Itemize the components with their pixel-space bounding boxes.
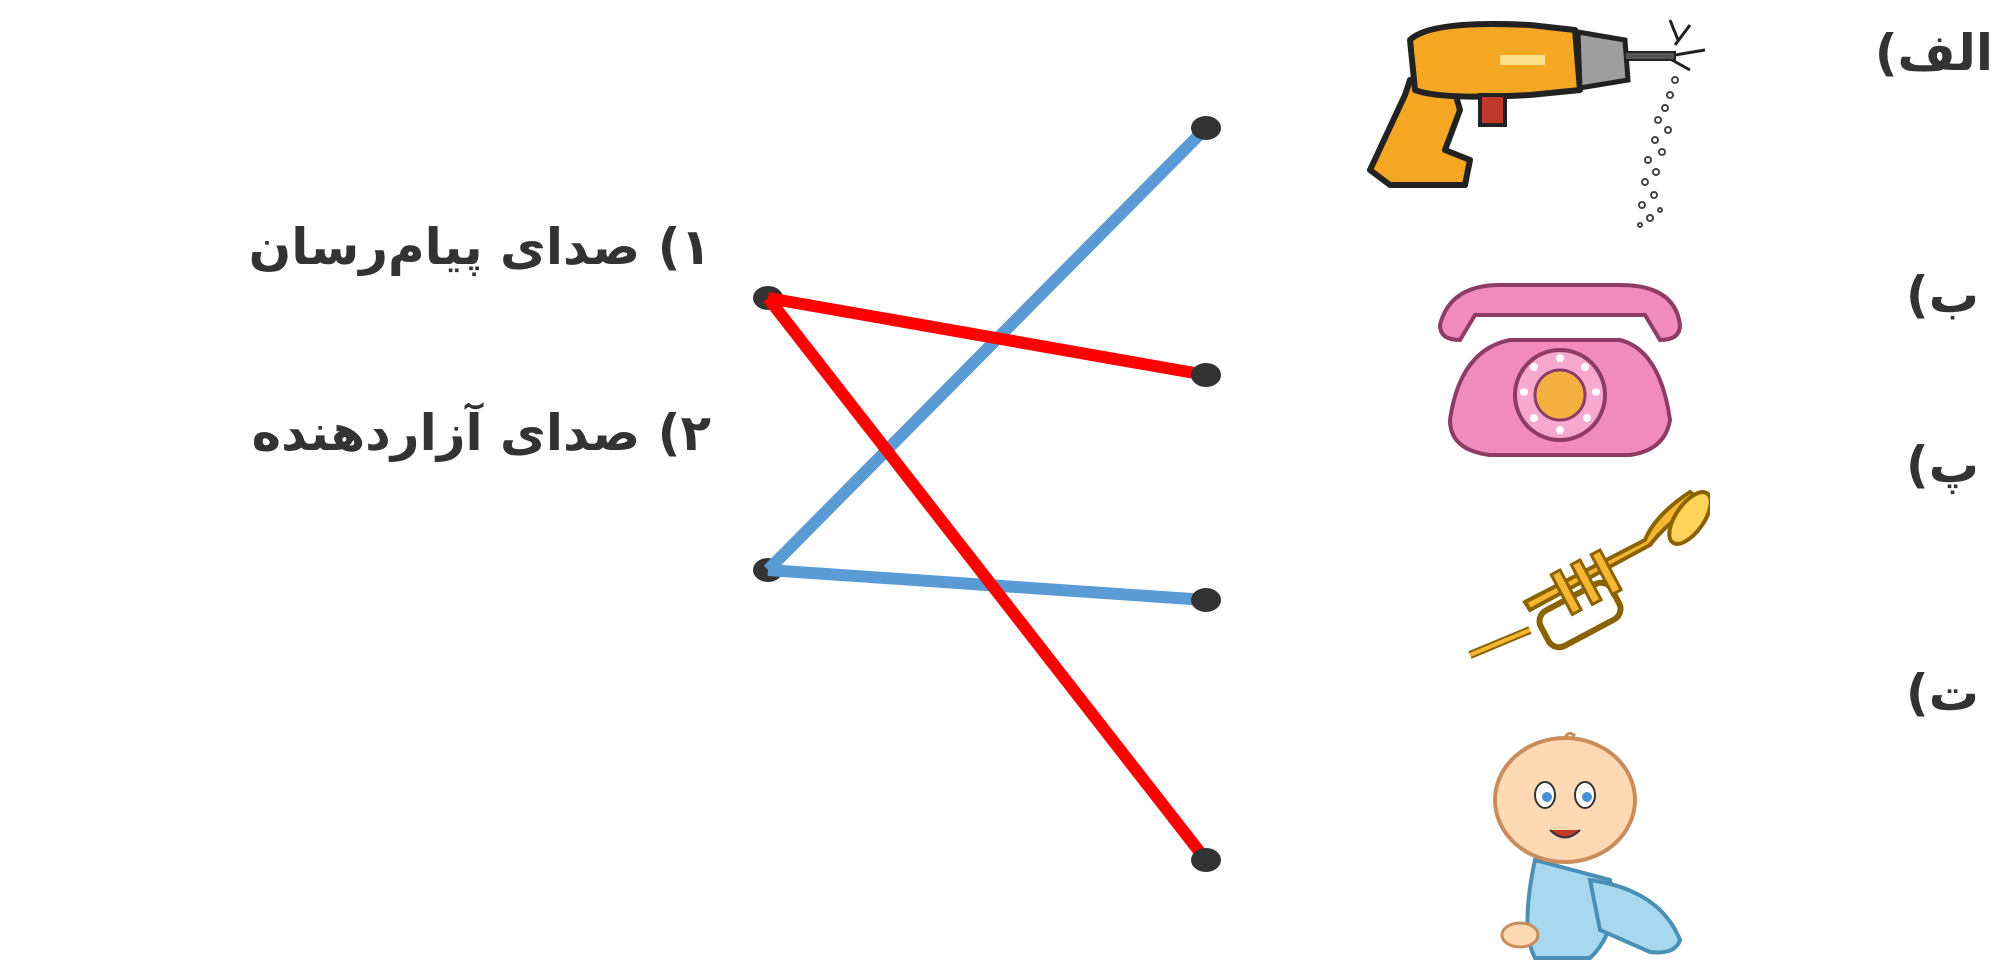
item-dot-1[interactable] (1191, 116, 1221, 140)
connection-line-4 (763, 294, 1211, 864)
item-dot-2[interactable] (1191, 363, 1221, 387)
item-dot-3[interactable] (1191, 588, 1221, 612)
category-label-2: ۲) صدای آزاردهنده (251, 404, 711, 462)
item-label-b: ب) (1905, 266, 1979, 324)
item-label-p: پ) (1905, 436, 1979, 494)
trumpet-icon (1468, 490, 1710, 659)
item-label-t: ت) (1905, 664, 1979, 722)
connection-line-1 (763, 123, 1211, 575)
telephone-icon (1437, 283, 1683, 457)
item-label-a: الف) (1874, 24, 1993, 82)
baby-icon (1493, 731, 1683, 960)
category-label-1: ۱) صدای پیام‌رسان (248, 218, 711, 276)
item-dot-4[interactable] (1191, 848, 1221, 872)
drill-icon (1367, 19, 1706, 228)
connection-line-2 (766, 292, 1208, 381)
